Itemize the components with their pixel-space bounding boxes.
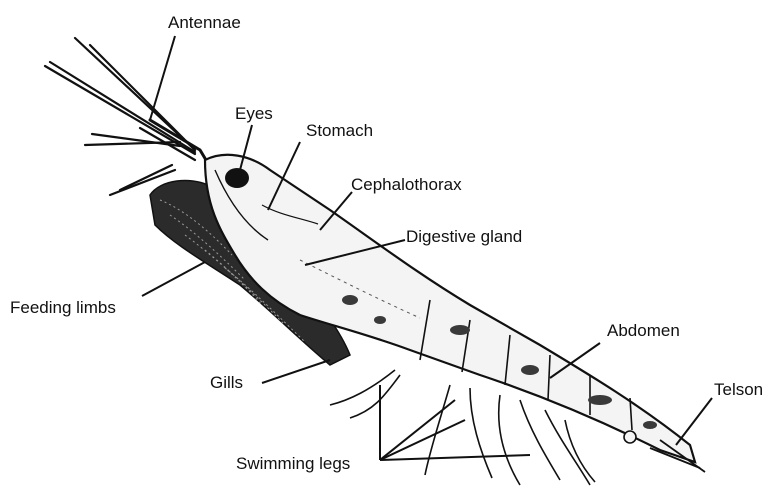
label-cephalothorax: Cephalothorax [351, 176, 462, 193]
label-abdomen: Abdomen [607, 322, 680, 339]
label-swimming-legs: Swimming legs [236, 455, 350, 472]
label-feeding-limbs: Feeding limbs [10, 299, 116, 316]
label-stomach: Stomach [306, 122, 373, 139]
antennae-drawing [45, 38, 215, 195]
label-eyes: Eyes [235, 105, 273, 122]
label-gills: Gills [210, 374, 243, 391]
label-antennae: Antennae [168, 14, 241, 31]
label-telson: Telson [714, 381, 763, 398]
label-digestive-gland: Digestive gland [406, 228, 522, 245]
